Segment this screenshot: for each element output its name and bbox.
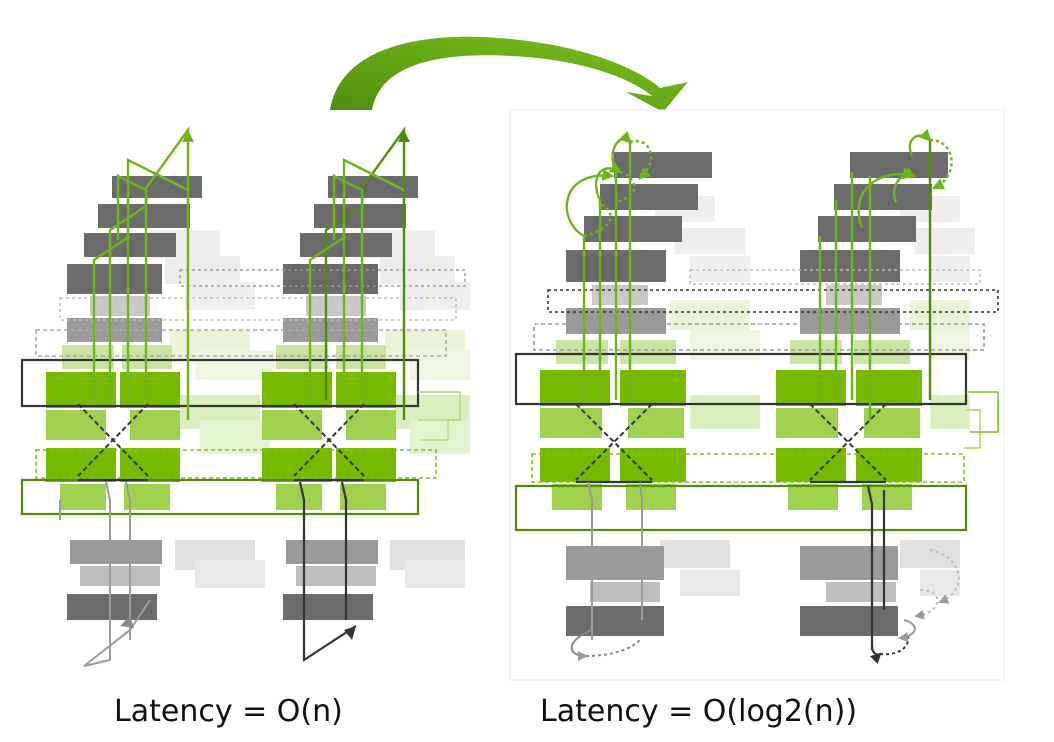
linear-allreduce-diagram (20, 126, 470, 667)
stack-block (826, 582, 896, 602)
stack-block (70, 540, 162, 564)
stack-block (818, 216, 916, 242)
stack-block (566, 546, 664, 580)
stack-block (800, 606, 898, 636)
stack-block (800, 250, 900, 282)
stack-block (67, 594, 157, 620)
stack-block (283, 594, 373, 620)
tree-arcs-bottom (570, 549, 960, 665)
stack-block (328, 176, 418, 198)
tree-arcs-top (565, 128, 953, 420)
stack-block (80, 566, 160, 586)
stack-block (283, 264, 378, 294)
stack-block (306, 296, 366, 316)
stack-block (90, 296, 150, 316)
green-ring-lines (92, 126, 406, 420)
stack-block (286, 540, 378, 564)
stack-block (800, 546, 898, 580)
x-crossings (575, 403, 887, 481)
stack-block (112, 176, 202, 198)
stack-block (826, 285, 882, 305)
stack-block (296, 566, 376, 586)
stack-block (834, 184, 932, 210)
x-crossings (77, 403, 365, 477)
right-latency-caption: Latency = O(log2(n)) (540, 694, 858, 729)
transition-arrow (330, 36, 688, 112)
gpu-blocks (46, 345, 396, 510)
stack-block (566, 606, 664, 636)
stack-block (590, 582, 660, 602)
tree-allreduce-diagram (514, 128, 999, 665)
left-latency-caption: Latency = O(n) (114, 694, 343, 729)
stack-block (584, 216, 682, 242)
stack-block (614, 152, 712, 178)
ring-outlines (20, 269, 466, 516)
stack-block (600, 184, 698, 210)
gpu-blocks (540, 340, 922, 510)
stack-block (67, 264, 162, 294)
